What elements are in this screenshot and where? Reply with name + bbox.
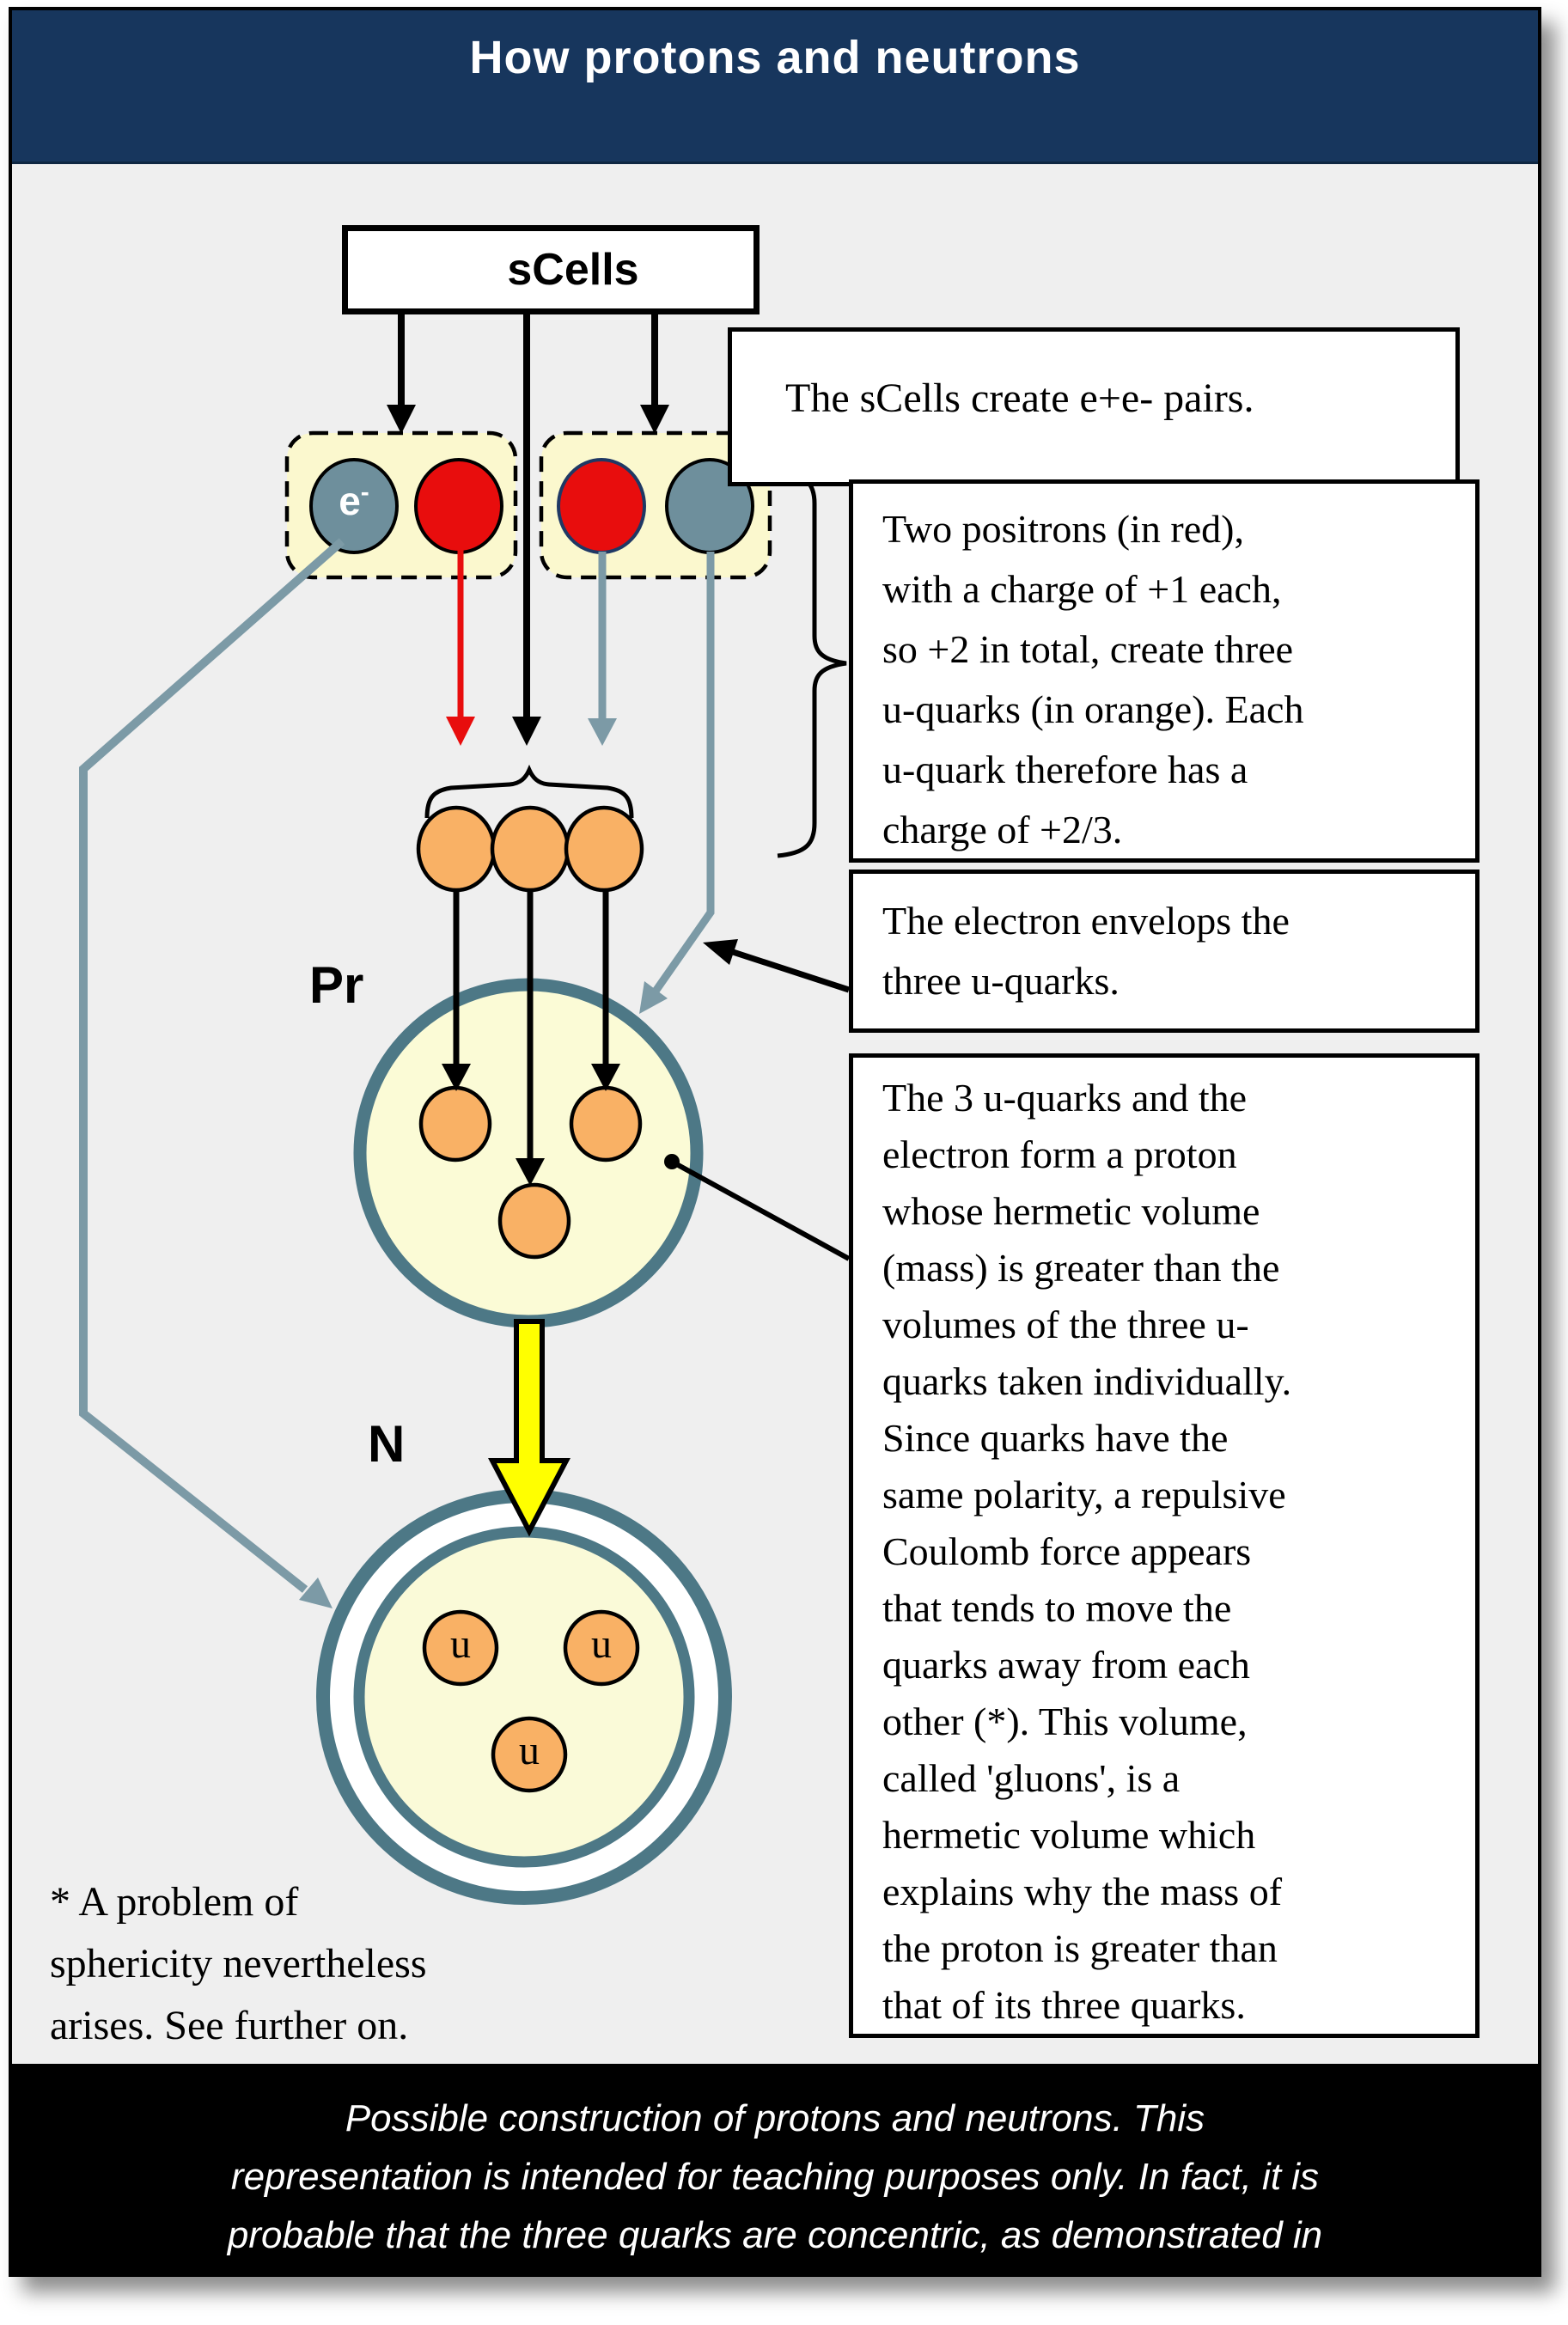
neutron-uquark-label: u	[591, 1621, 612, 1667]
neutron-uquark-label: u	[450, 1621, 471, 1667]
textbox-electron: The electron envelops the three u-quarks…	[849, 870, 1480, 1033]
textbox-gluons: The 3 u-quarks and the electron form a p…	[849, 1053, 1480, 2038]
electron-charge-sign: -	[360, 478, 369, 507]
textbox-positrons: Two positrons (in red), with a charge of…	[849, 479, 1480, 863]
footnote: * A problem of sphericity nevertheless a…	[50, 1879, 427, 2048]
neutron-label: N	[368, 1415, 406, 1473]
page-title: How protons and neutrons	[469, 32, 1081, 83]
scells-label: sCells	[507, 245, 639, 295]
textbox-pairs: The sCells create e+e- pairs.	[728, 327, 1460, 486]
electron-label: e-	[339, 478, 369, 523]
header-band: How protons and neutrons	[12, 10, 1538, 164]
neutron-uquark-label: u	[519, 1728, 540, 1773]
caption-band: Possible construction of protons and neu…	[12, 2064, 1538, 2273]
scells-box: sCells	[342, 225, 760, 314]
proton-label: Pr	[309, 956, 364, 1014]
caption-text: Possible construction of protons and neu…	[227, 2097, 1323, 2256]
